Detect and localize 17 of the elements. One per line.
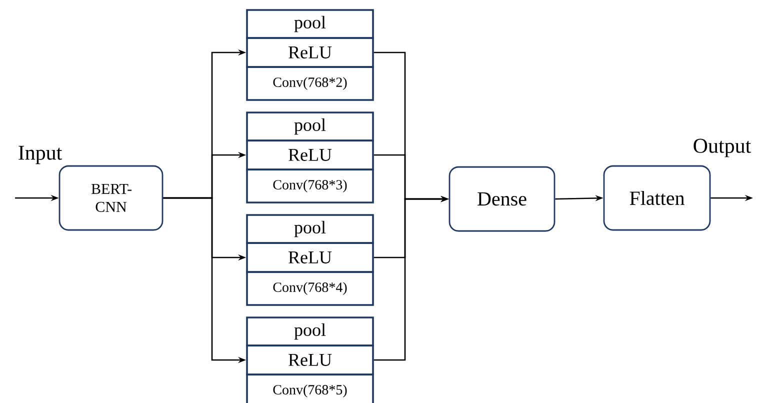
layer-cell: Conv(768*4) — [246, 271, 374, 306]
layer-cell: ReLU — [246, 344, 374, 376]
io-label: Input — [18, 146, 62, 164]
layer-cell: pool — [246, 214, 374, 244]
process-box: Flatten — [603, 165, 711, 231]
layer-cell: Conv(768*3) — [246, 168, 374, 204]
layer-cell: Conv(768*2) — [246, 66, 374, 101]
layer-cell: ReLU — [246, 37, 374, 68]
layer-cell: pool — [246, 316, 374, 346]
process-box: BERT-CNN — [58, 165, 164, 231]
process-box: Dense — [448, 166, 556, 232]
layer-cell: ReLU — [246, 242, 374, 273]
layer-cell: pool — [246, 112, 374, 142]
layer-cell: ReLU — [246, 140, 374, 170]
layer-cell: Conv(768*5) — [246, 374, 374, 403]
layer-cell: pool — [246, 9, 374, 39]
io-label: Output — [694, 138, 752, 158]
